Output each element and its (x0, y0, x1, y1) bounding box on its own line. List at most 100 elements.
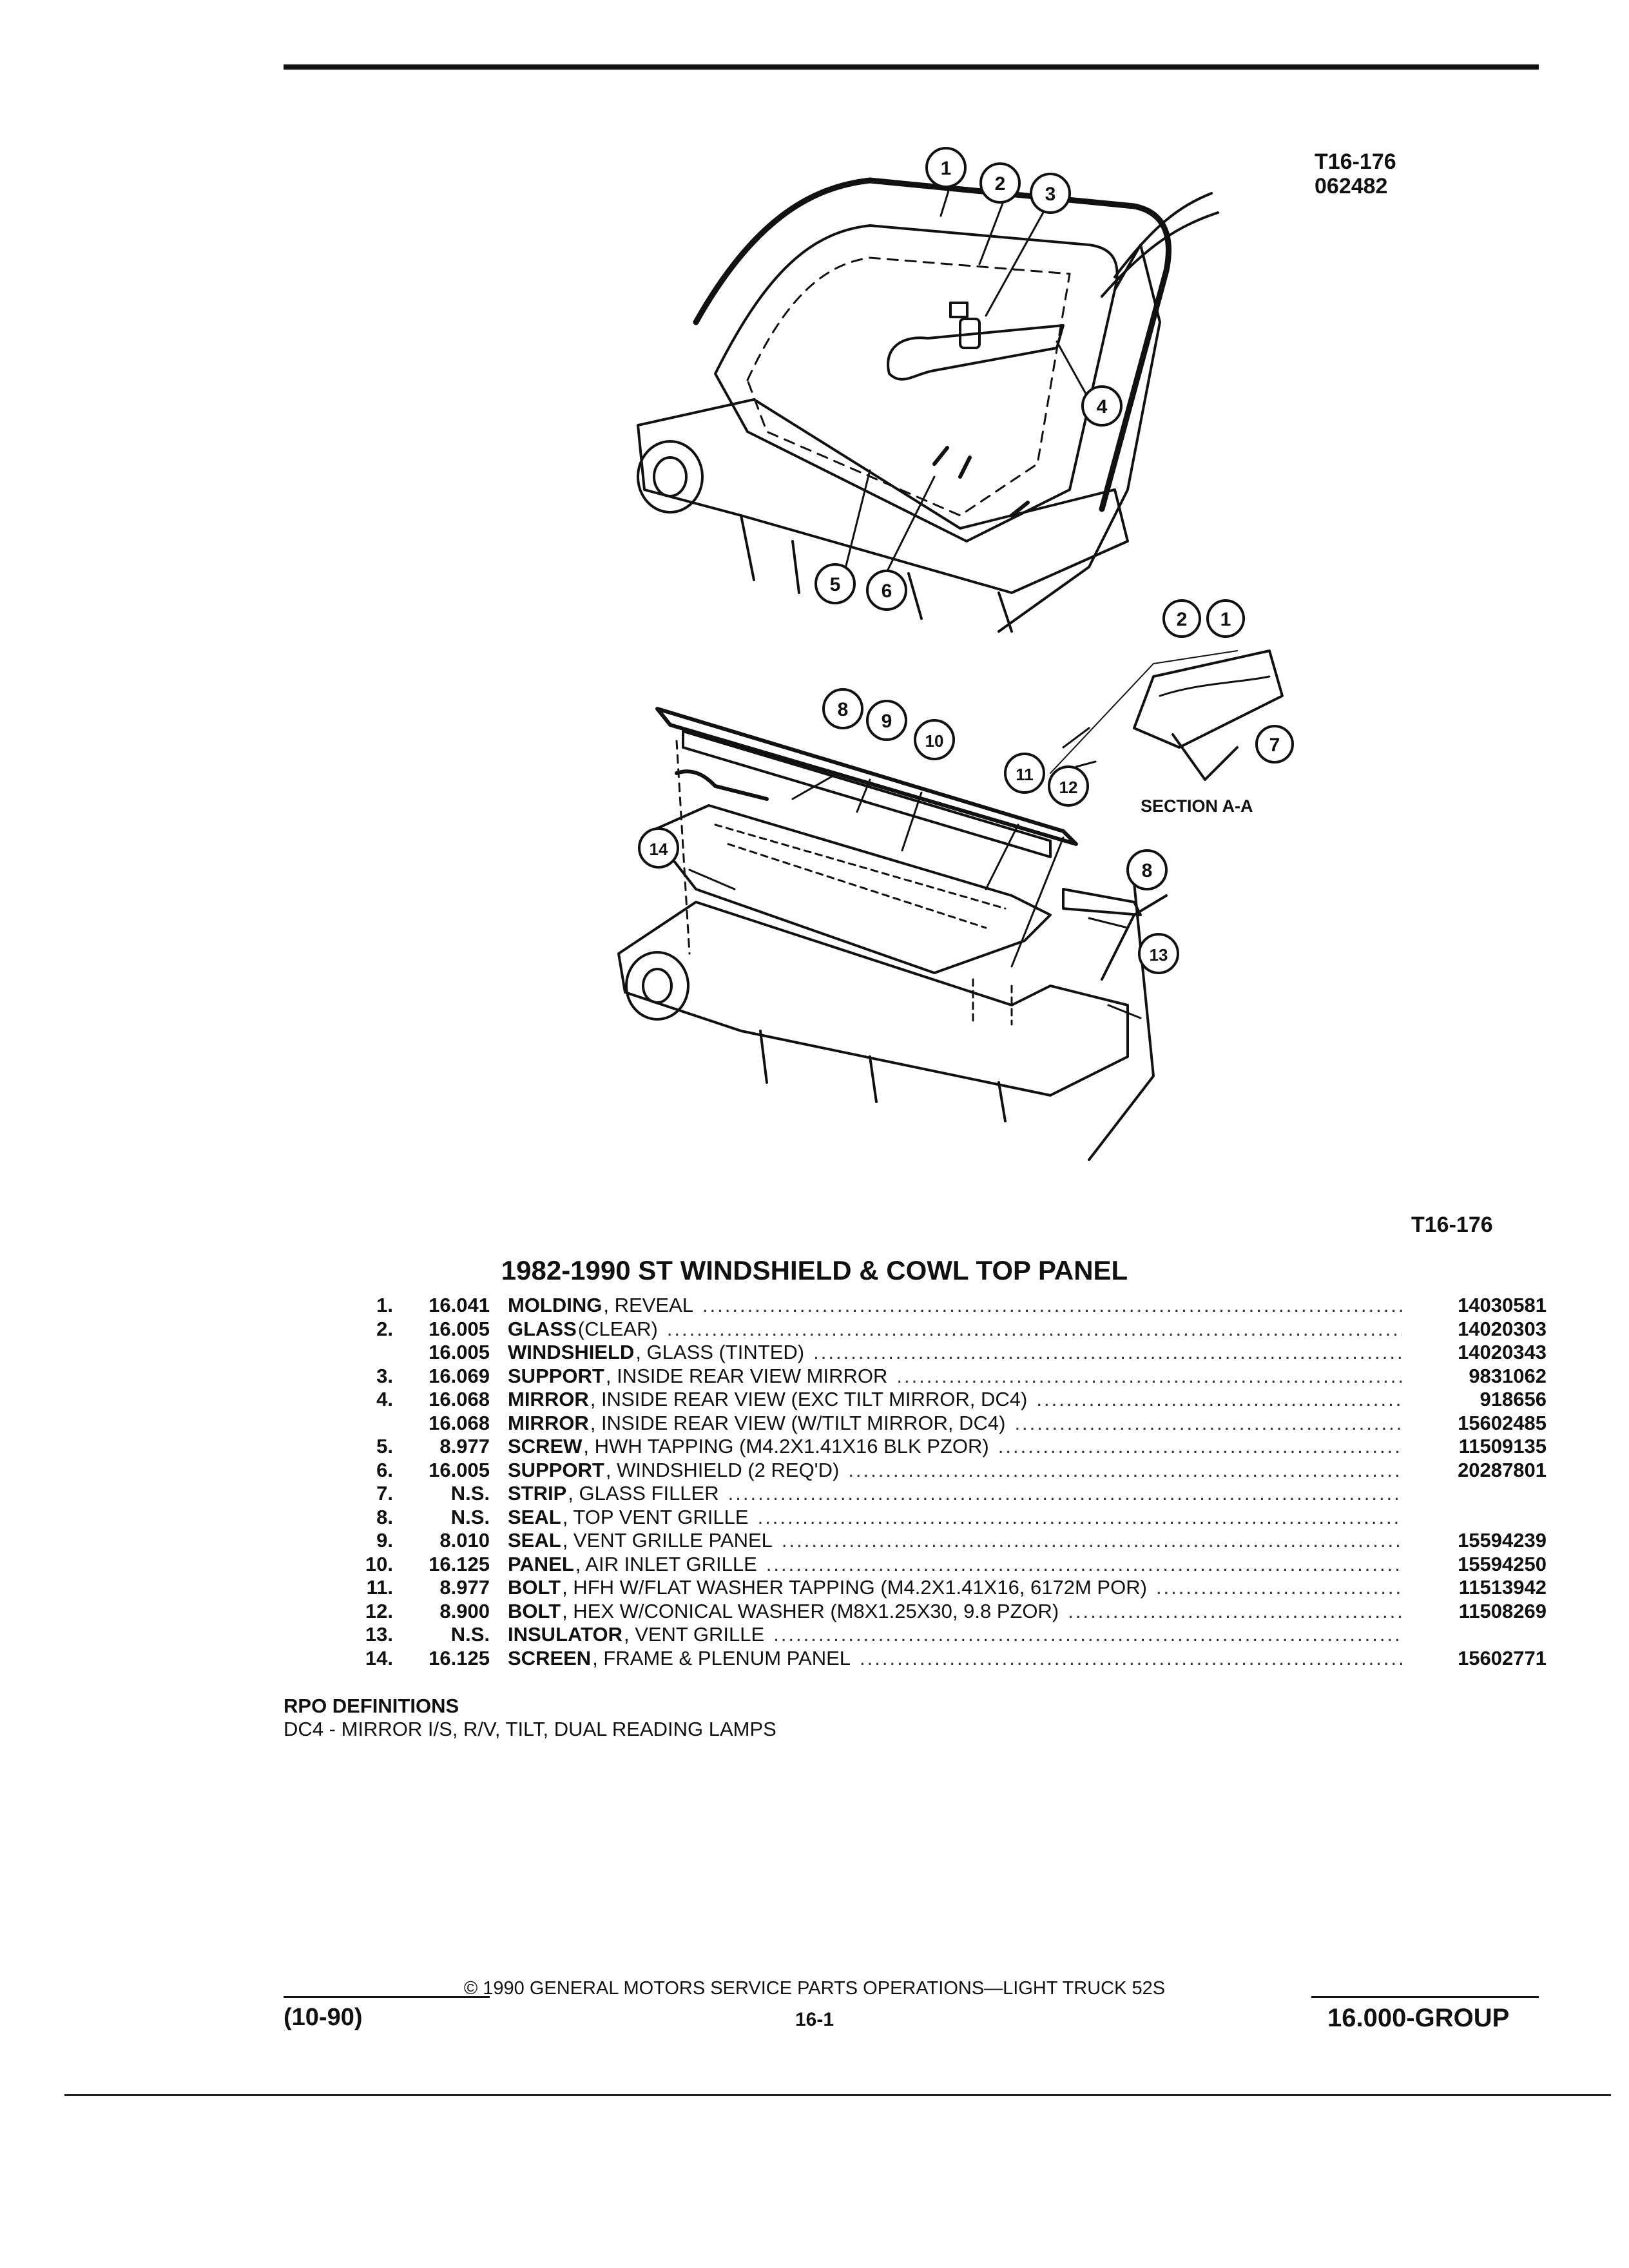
group-number: 16.068 (429, 1411, 490, 1434)
description: SCREEN, FRAME & PLENUM PANEL (508, 1647, 1411, 1670)
rpo-line: DC4 - MIRROR I/S, R/V, TILT, DUAL READIN… (284, 1718, 776, 1740)
part-spec: , INSIDE REAR VIEW (EXC TILT MIRROR, DC4… (590, 1388, 1028, 1410)
part-spec: , TOP VENT GRILLE (562, 1505, 749, 1528)
part-spec: , REVEAL (603, 1294, 693, 1316)
item-number: 12. (365, 1599, 393, 1622)
callout-number: 13 (1150, 945, 1168, 965)
description: SEAL, TOP VENT GRILLE (508, 1506, 1411, 1529)
dot-leader (1014, 1412, 1402, 1435)
figure-code: T16-176 062482 (1315, 149, 1396, 198)
figure-date-code: 062482 (1315, 174, 1388, 198)
callout-10 (914, 719, 955, 760)
description: SCREW, HWH TAPPING (M4.2X1.41X16 BLK PZO… (508, 1435, 1411, 1458)
part-name: WINDSHIELD (508, 1341, 635, 1363)
description: MIRROR, INSIDE REAR VIEW (EXC TILT MIRRO… (508, 1388, 1411, 1411)
part-number: 918656 (1480, 1388, 1547, 1410)
footer-rule-left (284, 1996, 490, 1998)
page-number: 16-1 (795, 2009, 834, 2030)
part-number: 11508269 (1458, 1599, 1547, 1622)
description: MIRROR, INSIDE REAR VIEW (W/TILT MIRROR,… (508, 1412, 1411, 1435)
item-number: 11. (366, 1576, 393, 1599)
dot-leader (1036, 1388, 1402, 1411)
part-number: 14030581 (1458, 1294, 1547, 1316)
dot-leader (1156, 1576, 1402, 1599)
callouts (638, 147, 1294, 974)
callout-14 (638, 827, 679, 869)
group-number: 16.125 (429, 1646, 490, 1669)
callout-number: 10 (925, 731, 944, 751)
part-name: INSULATOR (508, 1623, 622, 1646)
item-number: 9. (376, 1529, 393, 1552)
part-number: 15602485 (1458, 1411, 1547, 1434)
callout-8-bottom (1126, 849, 1168, 890)
part-name: MIRROR (508, 1411, 589, 1434)
part-spec: , VENT GRILLE (623, 1623, 765, 1646)
part-number: 11513942 (1458, 1576, 1547, 1599)
part-name: SCREEN (508, 1646, 592, 1669)
callout-number: 5 (830, 574, 841, 595)
description: GLASS(CLEAR) (508, 1318, 1411, 1341)
part-name: SUPPORT (508, 1458, 604, 1481)
rpo-definitions: RPO DEFINITIONS DC4 - MIRROR I/S, R/V, T… (284, 1695, 776, 1741)
windshield-assembly (637, 177, 1219, 633)
item-number: 13. (365, 1623, 393, 1646)
group-number: N.S. (450, 1623, 490, 1646)
part-name: MIRROR (508, 1388, 589, 1410)
part-name: MOLDING (508, 1294, 602, 1316)
dot-leader (860, 1647, 1402, 1670)
callout-2-section (1162, 599, 1201, 638)
callout-number: 1 (1220, 609, 1231, 630)
description: BOLT, HEX W/CONICAL WASHER (M8X1.25X30, … (508, 1600, 1411, 1623)
group-number: 16.005 (429, 1317, 490, 1340)
dot-leader (766, 1553, 1402, 1576)
footer-date: (10-90) (284, 2004, 363, 2031)
description: SEAL, VENT GRILLE PANEL (508, 1529, 1411, 1552)
item-number: 1. (376, 1294, 393, 1316)
callout-13 (1138, 933, 1179, 974)
callout-number: 3 (1045, 184, 1056, 205)
bottom-rule (64, 2094, 1611, 2096)
item-number: 10. (365, 1552, 393, 1575)
part-name: SEAL (508, 1505, 561, 1528)
dot-leader (782, 1529, 1402, 1552)
part-spec: , HEX W/CONICAL WASHER (M8X1.25X30, 9.8 … (562, 1599, 1059, 1622)
top-rule (284, 64, 1539, 70)
dot-leader (896, 1365, 1402, 1388)
callout-number: 9 (882, 711, 892, 732)
callout-2 (979, 162, 1021, 204)
dot-leader (667, 1318, 1402, 1341)
group-number: 16.005 (429, 1341, 490, 1363)
item-number: 2. (376, 1317, 393, 1340)
callout-1 (925, 147, 967, 188)
part-spec: , GLASS (TINTED) (635, 1341, 805, 1363)
dot-leader (773, 1623, 1402, 1646)
callout-7 (1255, 725, 1294, 764)
callout-9 (866, 700, 907, 741)
item-number: 3. (376, 1364, 393, 1387)
group-number: 16.069 (429, 1364, 490, 1387)
callout-number: 6 (882, 581, 892, 602)
callout-numbers: 1 2 3 4 5 6 2 1 7 8 9 10 11 12 14 8 13 S… (650, 158, 1280, 965)
part-number: 20287801 (1458, 1458, 1547, 1481)
section-label: SECTION A-A (1141, 796, 1253, 816)
callout-5 (815, 563, 856, 604)
parts-row: 16.068 MIRROR, INSIDE REAR VIEW (W/TILT M… (348, 1412, 1547, 1436)
description: WINDSHIELD, GLASS (TINTED) (508, 1341, 1411, 1364)
item-number: 8. (376, 1505, 393, 1528)
footer-group: 16.000-GROUP (1327, 2004, 1510, 2032)
footer-rule-right (1311, 1996, 1539, 1998)
part-name: GLASS (508, 1317, 577, 1340)
dot-leader (758, 1506, 1402, 1529)
callout-number: 7 (1269, 735, 1280, 756)
part-name: STRIP (508, 1482, 567, 1504)
part-spec: , INSIDE REAR VIEW MIRROR (605, 1364, 888, 1387)
